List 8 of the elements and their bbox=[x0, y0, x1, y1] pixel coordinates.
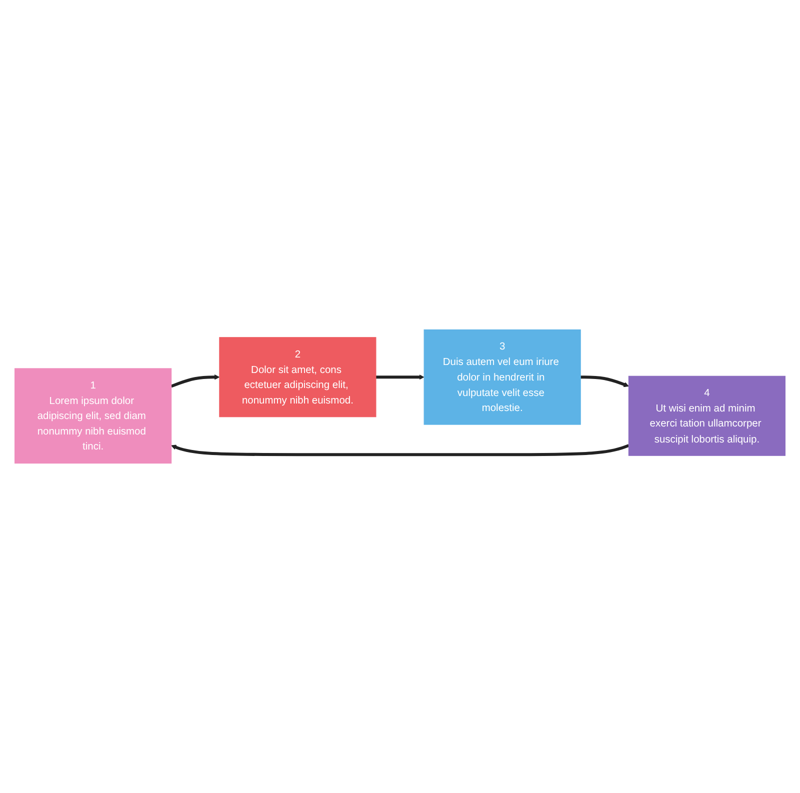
node-box: 4 Ut wisi enim ad minim exerci tation ullamcorper suscipit lobortis aliquip. bbox=[628, 376, 786, 456]
node-box: 3 Duis autem vel eum iriure dolor in hendrerit in vulputate velit esse molestie. bbox=[424, 329, 581, 425]
arrow bbox=[171, 444, 630, 456]
node-box: 1 Lorem ipsum dolor adipiscing elit, sed diam nonummy nibh euismod tinci. bbox=[14, 368, 172, 464]
arrow bbox=[376, 374, 424, 380]
node-box: 2 Dolor sit amet, cons ectetuer adipiscing elit, nonummy nibh euismod. bbox=[219, 337, 376, 418]
arrow bbox=[170, 374, 220, 388]
arrow bbox=[580, 376, 629, 388]
